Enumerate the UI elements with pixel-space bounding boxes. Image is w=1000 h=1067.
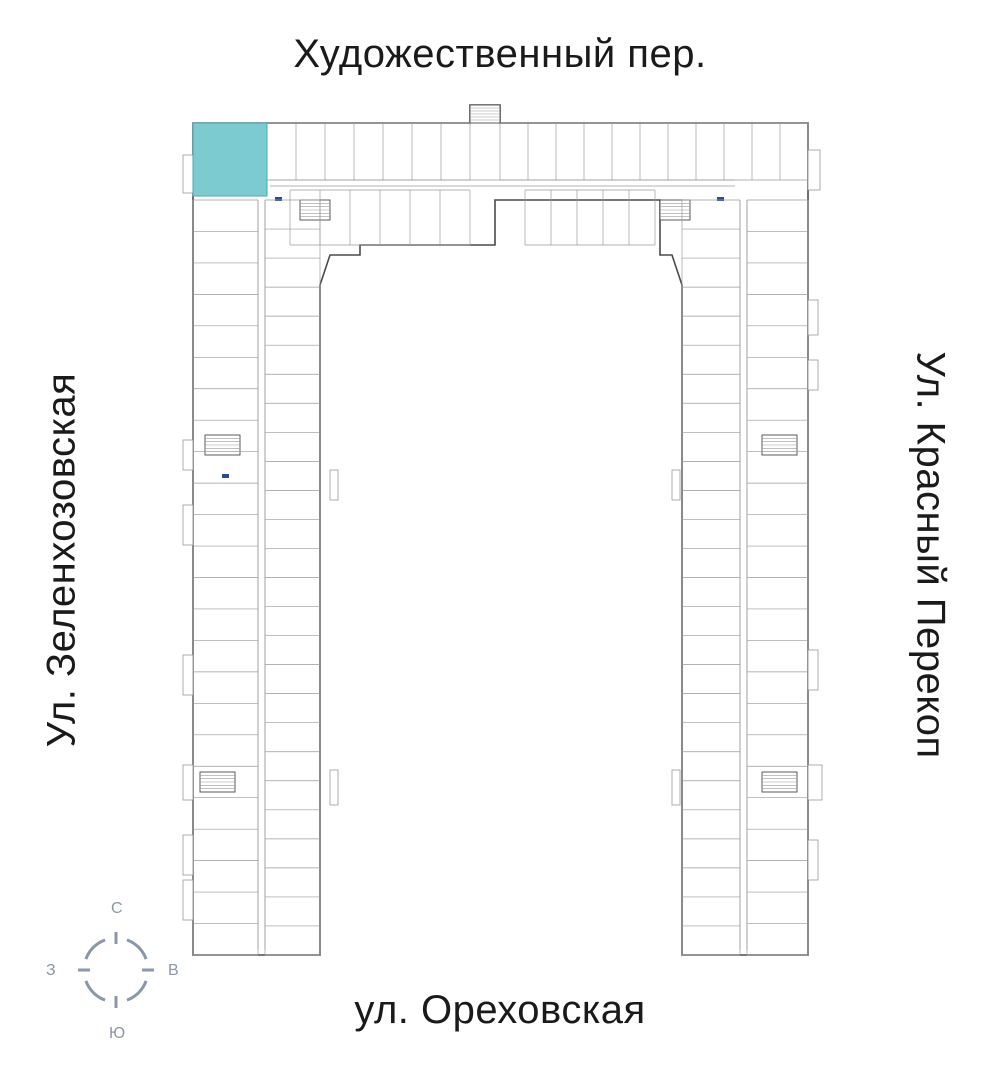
street-label-south: ул. Ореховская	[354, 988, 646, 1032]
building-walls	[192, 104, 809, 956]
apartment-grid	[192, 122, 809, 956]
highlighted-apartment[interactable]	[192, 122, 268, 197]
compass-rose-icon	[78, 932, 154, 1008]
compass-label-north: С	[111, 900, 123, 917]
compass-label-south: Ю	[109, 1025, 126, 1042]
street-label-north: Художественный пер.	[293, 32, 707, 76]
compass-label-west: З	[46, 962, 56, 979]
building-outline	[182, 104, 823, 956]
compass-label-east: В	[168, 962, 179, 979]
